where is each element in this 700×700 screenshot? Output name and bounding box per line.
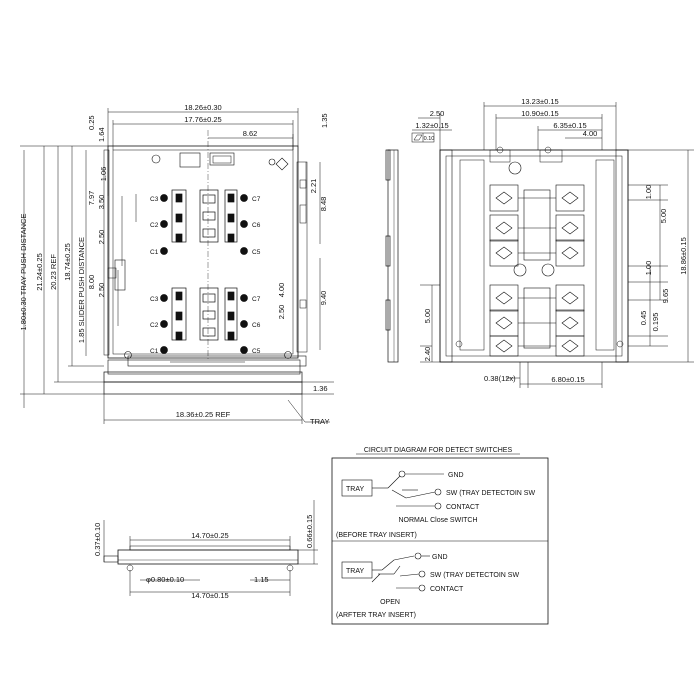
top-dimensions (107, 108, 299, 150)
dim-label: 20.23 REF (49, 254, 58, 290)
contact-label: CONTACT (446, 504, 480, 511)
dim-label: 0.25 (87, 115, 96, 130)
caption-label: (BEFORE TRAY INSERT) (336, 532, 417, 539)
dim-label: 10.90±0.15 (521, 109, 558, 118)
dim-label: 1.85 SLIDER PUSH DISTANCE (77, 237, 86, 343)
side-profile (385, 149, 399, 363)
contact-label: C3 (150, 196, 159, 203)
state-label: NORMAL Close SWITCH (398, 517, 477, 524)
dim-label: 13.23±0.15 (521, 97, 558, 106)
dim-label: 9.40 (319, 291, 328, 306)
tray-label: TRAY (310, 417, 329, 426)
dim-label: 0.38(12x) (484, 374, 516, 383)
dim-label: 9.65 (661, 289, 670, 304)
dim-label: 1.36 (313, 384, 328, 393)
dim-label: 14.70±0.15 (191, 591, 228, 600)
flatness-value: 0.10 (424, 136, 435, 142)
gnd-label: GND (448, 472, 464, 479)
dim-label: 1.06 (99, 167, 108, 182)
dim-label: 0.66±0.15 (305, 515, 314, 548)
dim-label: 0.37±0.10 (93, 523, 102, 556)
side-view: 14.70±0.25 0.37±0.10 0.66±0.15 φ0.80±0.1… (93, 500, 318, 600)
caption-label: (ARFTER TRAY INSERT) (336, 612, 416, 619)
contact-label: C7 (252, 296, 261, 303)
dim-label: 8.00 (87, 275, 96, 290)
tray-label: TRAY (346, 568, 364, 575)
contact-label: C7 (252, 196, 261, 203)
circuit-title: CIRCUIT DIAGRAM FOR DETECT SWITCHES (364, 447, 513, 454)
dim-label: 6.80±0.15 (551, 375, 584, 384)
dim-label: 17.76±0.25 (184, 115, 221, 124)
lower-contact-block (160, 287, 248, 354)
dim-label: 4.00 (583, 129, 598, 138)
dim-label: 1.00 (644, 185, 653, 200)
side-view-body (117, 549, 299, 565)
dim-label: 7.97 (87, 191, 96, 206)
bottom-view-body (439, 149, 629, 363)
dim-label: 18.36±0.25 REF (176, 410, 231, 419)
dim-label: 2.50 (430, 109, 445, 118)
dim-label: 1.80±0.30 TRAY PUSH DISTANCE (19, 214, 28, 331)
dim-label: 1.35 (320, 113, 329, 128)
dim-label: 0.45 (639, 311, 648, 326)
dim-label: 18.74±0.25 (63, 243, 72, 280)
dim-label: 1.15 (254, 575, 269, 584)
contact-label: C6 (252, 222, 261, 229)
dim-label: 2.50 (97, 230, 106, 245)
sw-label: SW (TRAY DETECTOIN SW (446, 490, 535, 497)
bottom-contacts (489, 184, 585, 357)
flatness-icon (413, 134, 423, 141)
contact-label: C5 (252, 348, 261, 355)
dim-label: 21.24±0.25 (35, 253, 44, 290)
dim-label: 2.50 (97, 283, 106, 298)
dim-label: 5.00 (659, 209, 668, 224)
dim-label: 18.26±0.30 (184, 103, 221, 112)
dim-label: 6.35±0.15 (553, 121, 586, 130)
dim-label: 3.50 (97, 195, 106, 210)
sw-label: SW (TRAY DETECTOIN SW (430, 572, 519, 579)
contact-label: CONTACT (430, 586, 464, 593)
circuit-before (341, 470, 444, 510)
top-view: C3 C2 C1 C7 C6 C5 C3 C2 C1 C7 C6 C5 18.2… (19, 103, 334, 426)
contact-label: C6 (252, 322, 261, 329)
circuit-after (341, 552, 430, 592)
dim-label: 4.00 (277, 283, 286, 298)
bottom-view: 2.50 1.32±0.15 13.23±0.15 10.90±0.15 6.3… (411, 97, 694, 388)
dim-label: 8.48 (319, 197, 328, 212)
dim-label: 2.40 (423, 347, 432, 362)
top-view-body (107, 145, 299, 359)
dim-label: 5.00 (423, 309, 432, 324)
dim-label: 1.32±0.15 (415, 121, 448, 130)
upper-contact-block (160, 189, 248, 255)
dim-label: 18.86±0.15 (679, 237, 688, 274)
dim-label: 1.64 (97, 127, 106, 142)
contact-label: C1 (150, 348, 159, 355)
tray-label: TRAY (346, 486, 364, 493)
dim-label: 1.00 (644, 261, 653, 276)
contact-label: C2 (150, 222, 159, 229)
gnd-label: GND (432, 554, 448, 561)
dim-label: 14.70±0.25 (191, 531, 228, 540)
contact-label: C2 (150, 322, 159, 329)
contact-label: C5 (252, 249, 261, 256)
left-dimensions (20, 145, 108, 408)
contact-label: C1 (150, 249, 159, 256)
dim-label: 2.50 (277, 305, 286, 320)
contact-label: C3 (150, 296, 159, 303)
dim-label: 8.62 (243, 129, 258, 138)
dim-label: φ0.80±0.10 (146, 575, 184, 584)
dim-label: 0.195 (651, 313, 660, 332)
state-label: OPEN (380, 599, 400, 606)
circuit-diagram: CIRCUIT DIAGRAM FOR DETECT SWITCHES TRAY… (331, 447, 549, 625)
dim-label: 2.21 (309, 179, 318, 194)
